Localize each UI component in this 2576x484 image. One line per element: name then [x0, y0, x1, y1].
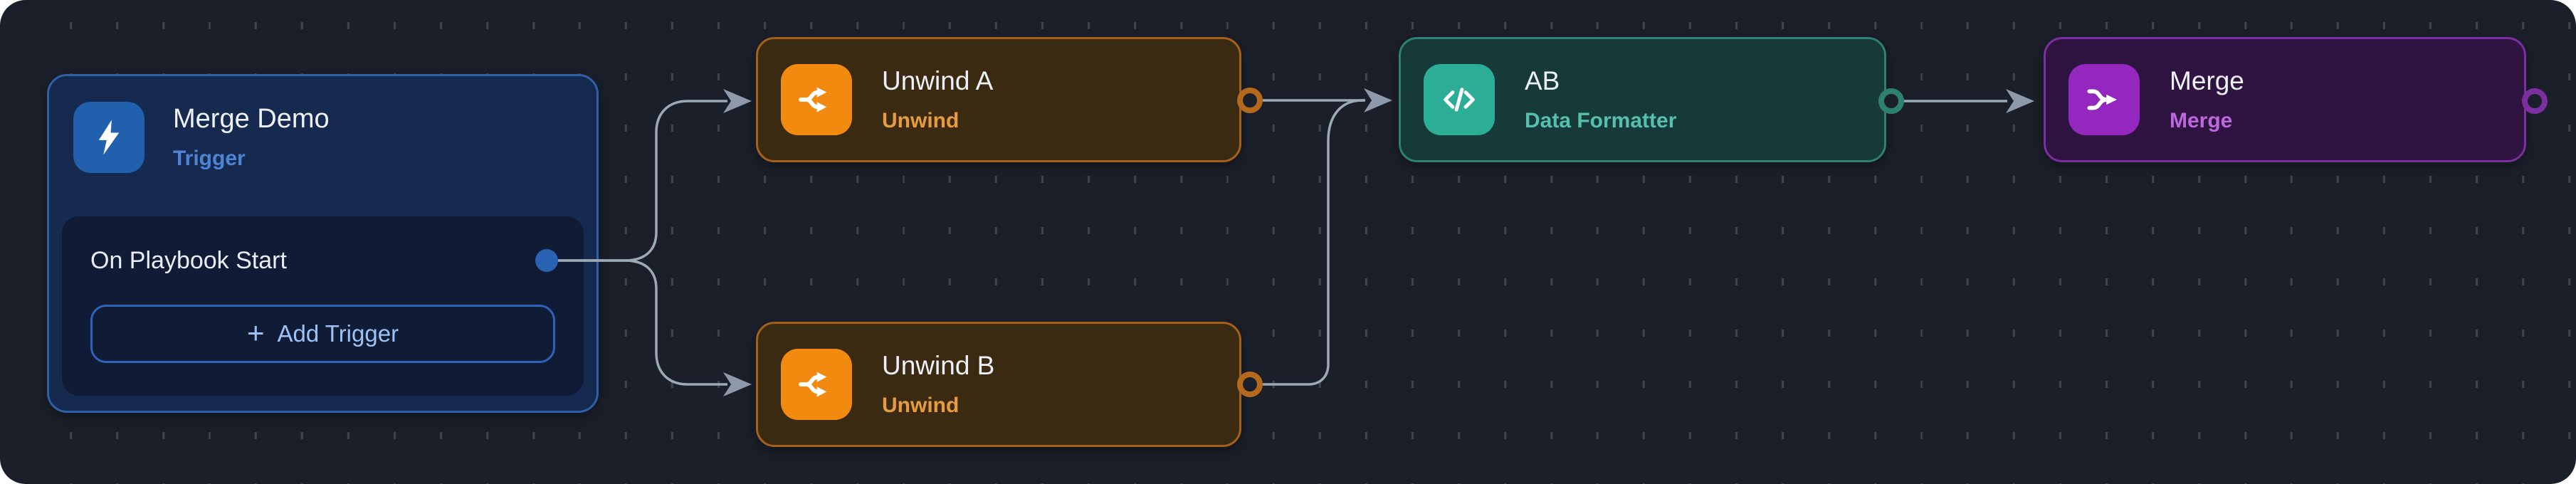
node-unwind-a[interactable]: Unwind A Unwind: [756, 37, 1241, 162]
trigger-output-port[interactable]: [535, 249, 558, 272]
arrowhead-ab-input: [1364, 88, 1392, 112]
merge-arrows-icon: [2068, 64, 2140, 135]
node-subtitle: Unwind: [882, 109, 960, 132]
arrowhead-unwind-b-input: [723, 372, 752, 396]
arrowhead-unwind-a-input: [723, 89, 752, 113]
merge-output-port[interactable]: [2522, 88, 2548, 114]
add-trigger-button[interactable]: + Add Trigger: [90, 305, 555, 363]
node-title: Unwind B: [882, 351, 995, 380]
plus-icon: +: [246, 315, 265, 349]
unwind-a-output-port[interactable]: [1237, 88, 1263, 113]
code-icon: [1424, 64, 1495, 135]
split-arrows-icon: [781, 349, 852, 420]
ab-output-port[interactable]: [1878, 88, 1904, 114]
edge-unwind-b-to-ab: [1263, 99, 1365, 386]
node-title: Merge: [2170, 66, 2244, 95]
node-subtitle: Trigger: [173, 147, 246, 170]
node-title: Merge Demo: [173, 104, 330, 134]
node-title: AB: [1525, 66, 1560, 95]
node-unwind-b[interactable]: Unwind B Unwind: [756, 322, 1241, 447]
trigger-list-card: On Playbook Start + Add Trigger: [62, 216, 584, 396]
unwind-b-output-port[interactable]: [1237, 372, 1263, 397]
trigger-row-on-playbook-start[interactable]: On Playbook Start: [90, 247, 287, 274]
arrowhead-merge-input: [2006, 89, 2034, 113]
node-ab[interactable]: AB Data Formatter: [1399, 37, 1886, 162]
node-subtitle: Data Formatter: [1525, 109, 1677, 132]
node-trigger[interactable]: Merge Demo Trigger On Playbook Start + A…: [47, 74, 599, 413]
node-merge[interactable]: Merge Merge: [2044, 37, 2526, 162]
add-trigger-label: Add Trigger: [277, 320, 399, 347]
trigger-header: Merge Demo Trigger: [73, 102, 330, 173]
node-subtitle: Unwind: [882, 394, 960, 417]
node-subtitle: Merge: [2170, 109, 2233, 132]
node-title: Unwind A: [882, 66, 994, 95]
lightning-bolt-icon: [73, 102, 144, 173]
split-arrows-icon: [781, 64, 852, 135]
